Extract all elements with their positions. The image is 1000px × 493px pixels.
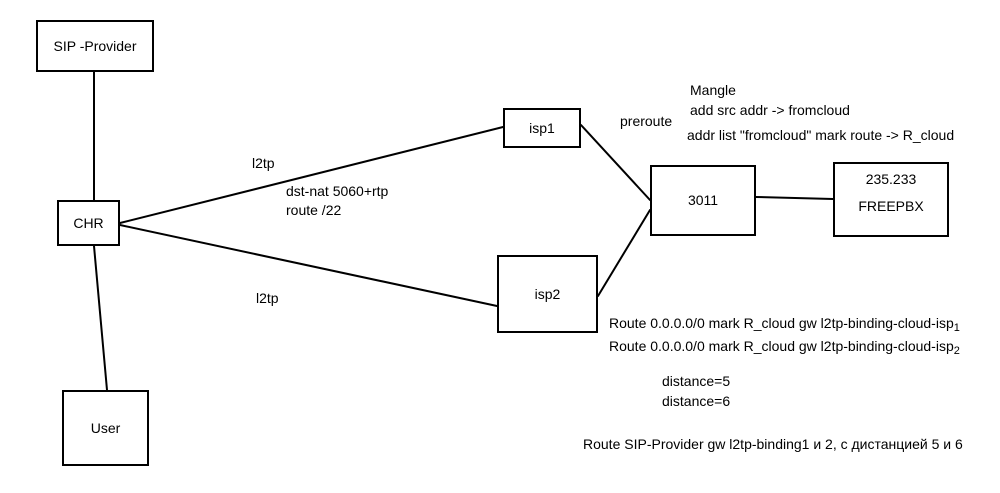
freepbx-node: 235.233 FREEPBX: [833, 162, 949, 237]
route-rule-1: Route 0.0.0.0/0 mark R_cloud gw l2tp-bin…: [609, 314, 960, 338]
route-rule-1-text: Route 0.0.0.0/0 mark R_cloud gw l2tp-bin…: [609, 315, 954, 331]
isp2-node: isp2: [497, 255, 598, 333]
isp1-label: isp1: [529, 119, 555, 136]
router-3011-node: 3011: [650, 165, 756, 236]
sip-provider-label: SIP -Provider: [53, 37, 137, 54]
user-node: User: [62, 390, 149, 466]
link-chr-isp2: [119, 224, 498, 307]
sip-provider-node: SIP -Provider: [36, 20, 154, 72]
link-isp1-3011: [580, 124, 651, 201]
route-rule-2-text: Route 0.0.0.0/0 mark R_cloud gw l2tp-bin…: [609, 338, 954, 354]
link-3011-freepbx: [755, 196, 834, 200]
l2tp-upper-label: l2tp: [252, 155, 275, 171]
preroute-label: preroute: [620, 113, 673, 129]
dst-nat-label: dst-nat 5060+rtp: [286, 183, 389, 199]
distance-2-label: distance=6: [662, 393, 731, 409]
router-3011-label: 3011: [687, 192, 719, 208]
sip-route-label: Route SIP-Provider gw l2tp-binding1 и 2,…: [583, 436, 963, 452]
mangle-rule-2: addr list "fromcloud" mark route -> R_cl…: [687, 127, 955, 143]
route-rule-2-subscript: 2: [953, 345, 960, 357]
isp2-label: isp2: [534, 285, 561, 302]
link-chr-user: [93, 245, 108, 391]
route-rule-1-subscript: 1: [953, 322, 960, 334]
route-22-label: route /22: [286, 202, 342, 218]
mangle-rule-1: add src addr -> fromcloud: [690, 102, 850, 118]
l2tp-lower-label: l2tp: [256, 290, 279, 306]
mangle-title: Mangle: [690, 82, 736, 98]
freepbx-name-label: FREEPBX: [858, 198, 924, 214]
freepbx-ip-label: 235.233: [865, 171, 917, 187]
distance-1-label: distance=5: [662, 373, 731, 389]
chr-label: CHR: [73, 214, 104, 231]
link-chr-isp1: [119, 126, 504, 224]
user-label: User: [90, 419, 121, 436]
isp1-node: isp1: [503, 108, 581, 148]
link-isp2-3011: [597, 209, 651, 297]
route-rule-2: Route 0.0.0.0/0 mark R_cloud gw l2tp-bin…: [609, 337, 960, 361]
chr-node: CHR: [57, 200, 120, 246]
